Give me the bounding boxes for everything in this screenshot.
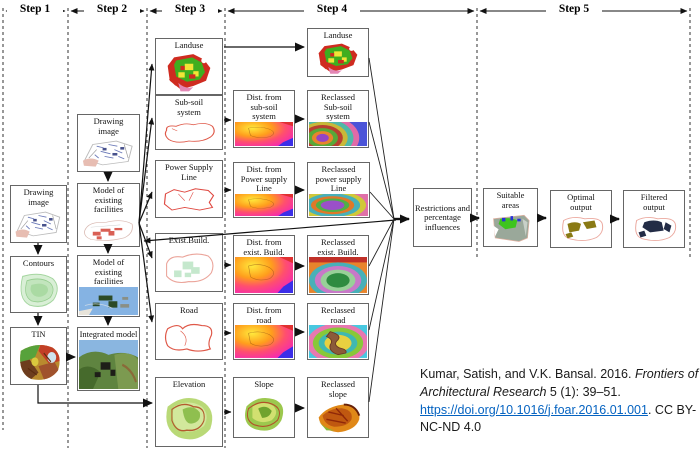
node-subsoil-s3: Sub-soil system <box>155 95 223 150</box>
node-label: Power Supply Line <box>165 162 213 182</box>
node-label: Model of existing facilities <box>92 185 125 215</box>
outline3-map-thumbnail <box>157 316 221 358</box>
node-model-existing-1: Model of existing facilities <box>77 183 140 247</box>
node-label: Filtered output <box>640 192 668 212</box>
node-dist-subsoil: Dist. from sub-soil system <box>233 90 295 148</box>
node-label: Suitable areas <box>496 190 525 210</box>
node-label: Dist. from road <box>246 305 282 325</box>
node-label: Landuse <box>323 30 353 40</box>
node-filtered-output: Filtered output <box>623 190 685 248</box>
node-label: Road <box>180 305 198 315</box>
node-label: Elevation <box>172 379 206 389</box>
node-elevation-s3: Elevation <box>155 377 223 447</box>
node-model-existing-2: Model of existing facilities <box>77 255 140 317</box>
dist-map-thumbnail <box>235 121 293 146</box>
node-power-s3: Power Supply Line <box>155 160 223 218</box>
elevation-map-thumbnail <box>157 390 221 445</box>
node-contours: Contours <box>10 256 67 313</box>
node-label: Integrated model <box>79 329 138 339</box>
node-label: Reclassed exist. Build. <box>317 237 359 257</box>
doi-link[interactable]: https://doi.org/10.1016/j.foar.2016.01.0… <box>420 402 648 417</box>
node-label: TIN <box>31 329 46 339</box>
node-reclassed-subsoil: Reclassed Sub-soil system <box>307 90 369 148</box>
rings4-map-thumbnail <box>309 325 367 358</box>
dist-map-thumbnail <box>235 325 293 358</box>
node-dist-road: Dist. from road <box>233 303 295 360</box>
node-drawing-image-s1: Drawing image <box>10 185 67 243</box>
node-dist-power: Dist. from Power supply Line <box>233 162 295 218</box>
node-label: Dist. from exist. Build. <box>243 237 285 257</box>
suitable-map-thumbnail <box>485 210 536 245</box>
citation-text: 5 (1): 39–51. <box>546 384 621 399</box>
citation-text: CC BY-NC-ND 4.0 <box>420 402 697 435</box>
optimal-map-thumbnail <box>552 212 610 246</box>
node-optimal-output: Optimal output <box>550 190 612 248</box>
dist-map-thumbnail <box>235 257 293 293</box>
node-label: Exist.Build. <box>168 235 210 245</box>
citation-text: Kumar, Satish, and V.K. Bansal. 2016. <box>420 367 635 381</box>
outline1-map-thumbnail <box>157 117 221 148</box>
filtered-map-thumbnail <box>625 212 683 246</box>
landuse-map-thumbnail <box>309 41 367 75</box>
node-label: Dist. from sub-soil system <box>246 92 282 122</box>
integrated-map-thumbnail <box>79 339 138 389</box>
rings1-map-thumbnail <box>309 121 367 146</box>
node-landuse-s4: Landuse <box>307 28 369 77</box>
model1-map-thumbnail <box>79 215 138 245</box>
node-dist-exist: Dist. from exist. Build. <box>233 235 295 295</box>
node-label: Restrictions and percentage influences <box>415 202 471 232</box>
node-label: Contours <box>22 258 55 268</box>
node-label: Sub-soil system <box>174 97 204 117</box>
contours-map-thumbnail <box>12 269 65 311</box>
sketch-map-thumbnail <box>12 207 65 241</box>
node-integrated-model: Integrated model <box>77 327 140 391</box>
node-label: Reclassed slope <box>321 379 355 399</box>
convergence-lines <box>368 57 395 403</box>
citation-text: Frontiers of Architectural Research <box>420 367 699 399</box>
node-label: Dist. from Power supply Line <box>240 164 288 194</box>
node-reclassed-power: Reclassed power supply Line <box>307 162 370 218</box>
node-road-s3: Road <box>155 303 223 360</box>
step-label-5: Step 5 <box>546 3 602 15</box>
node-label: Landuse <box>174 40 204 50</box>
landuse-map-thumbnail <box>157 51 221 93</box>
node-slope: Slope <box>233 377 295 438</box>
sketch-map-thumbnail <box>79 136 138 170</box>
rings3-map-thumbnail <box>309 257 367 293</box>
node-label: Reclassed power supply Line <box>315 164 362 194</box>
dist-map-thumbnail <box>235 193 293 216</box>
node-label: Slope <box>254 379 274 389</box>
node-reclassed-exist: Reclassed exist. Build. <box>307 235 369 295</box>
node-landuse-s3: Landuse <box>155 38 223 95</box>
rings2-map-thumbnail <box>309 193 368 216</box>
node-label: Drawing image <box>23 187 54 207</box>
existbuild-map-thumbnail <box>157 246 221 290</box>
node-label: Drawing image <box>93 116 124 136</box>
step-label-1: Step 1 <box>7 3 63 15</box>
citation-text: . <box>647 402 655 417</box>
node-label: Reclassed Sub-soil system <box>321 92 355 122</box>
outline2-map-thumbnail <box>157 182 221 216</box>
node-reclassed-slope: Reclassed slope <box>307 377 369 438</box>
node-label: Optimal output <box>567 192 595 212</box>
node-restrictions: Restrictions and percentage influences <box>413 188 472 247</box>
node-label: Reclassed road <box>321 305 355 325</box>
model2-map-thumbnail <box>79 286 138 315</box>
rslope-map-thumbnail <box>309 399 367 436</box>
node-reclassed-road: Reclassed road <box>307 303 369 360</box>
node-tin: TIN <box>10 327 67 385</box>
step-label-2: Step 2 <box>84 3 140 15</box>
node-drawing-image-s2: Drawing image <box>77 114 140 172</box>
slope-map-thumbnail <box>235 390 293 436</box>
step-label-4: Step 4 <box>304 3 360 15</box>
tin-map-thumbnail <box>12 340 65 383</box>
node-suitable-areas: Suitable areas <box>483 188 538 247</box>
node-existbuild-s3: Exist.Build. <box>155 233 223 292</box>
citation: Kumar, Satish, and V.K. Bansal. 2016. Fr… <box>420 366 700 437</box>
step-label-3: Step 3 <box>162 3 218 15</box>
node-label: Model of existing facilities <box>92 257 125 287</box>
